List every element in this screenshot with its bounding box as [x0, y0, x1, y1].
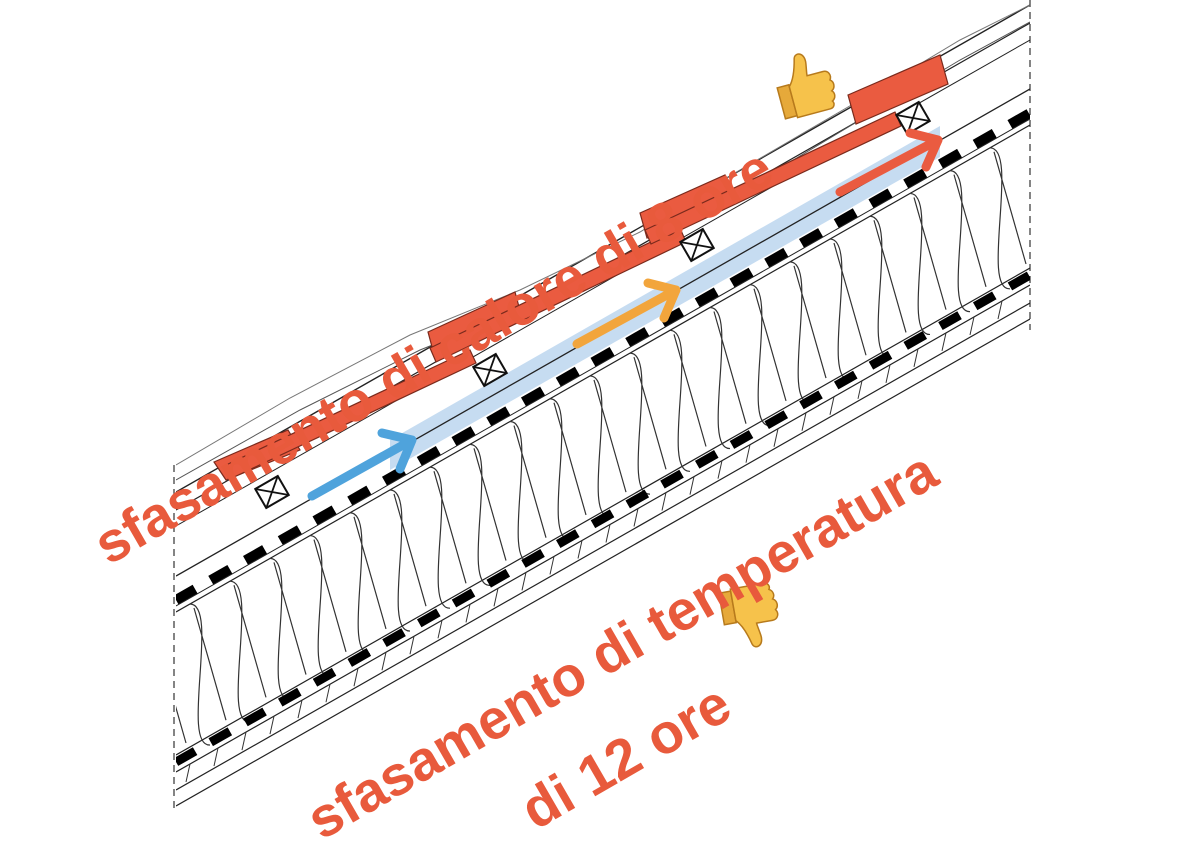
arrow-intake-blue: [307, 428, 417, 501]
insulation-bottom-edge: [176, 267, 1030, 756]
deck-joint: [633, 508, 639, 527]
insulation-coil: [629, 352, 667, 495]
deck-board-joints: [185, 300, 1003, 783]
insulation-coil: [709, 306, 747, 450]
insulation-coil: [869, 215, 907, 358]
deck-joint: [269, 716, 275, 735]
deck-joint: [241, 731, 247, 751]
membrane-top-edge: [176, 118, 1030, 607]
membrane-bottom: [176, 271, 1030, 766]
deck-joint: [325, 684, 331, 703]
insulation-coil: [989, 147, 1027, 290]
deck-joint: [577, 540, 583, 559]
insulation-coil: [229, 580, 267, 723]
arrow-middle-orange: [572, 278, 681, 349]
deck-line-1: [176, 284, 1030, 773]
deck-joint: [801, 412, 807, 431]
deck-joint: [885, 364, 891, 383]
insulation-coil: [389, 489, 427, 632]
deck-joint: [773, 428, 779, 447]
thumbs-down-icon: [717, 582, 779, 648]
insulation-coil: [189, 603, 227, 746]
roof-tile: [225, 349, 477, 479]
insulation-coil: [429, 466, 467, 609]
deck-joint: [941, 332, 947, 352]
batten-box: [253, 474, 291, 510]
deck-joint: [829, 396, 835, 415]
membrane-top: [176, 108, 1030, 605]
insulation-coil: [309, 534, 347, 678]
arrow-exhaust-red: [835, 128, 943, 197]
insulation-coils: [176, 125, 1030, 746]
batten-box: [471, 352, 509, 388]
deck-joint: [745, 444, 751, 463]
deck-joint: [857, 380, 863, 399]
insulation-top-edge: [176, 124, 1030, 613]
deck-joint: [661, 492, 667, 511]
deck-joint: [437, 620, 443, 639]
insulation-coil: [349, 512, 387, 655]
deck-joint: [969, 316, 975, 336]
insulation-coil: [549, 398, 587, 541]
deck-joint: [465, 604, 471, 623]
roof-section-diagram: [173, 0, 1031, 813]
insulation-coil: [176, 705, 187, 744]
insulation-coil: [509, 420, 547, 564]
insulation-coil: [469, 443, 507, 586]
insulation-coil: [909, 192, 947, 336]
deck-joint: [549, 556, 555, 575]
airflow-arrows: [307, 128, 943, 501]
battens: [253, 100, 932, 510]
deck-joint: [521, 572, 527, 591]
deck-joint: [717, 460, 723, 479]
deck-joint: [409, 636, 415, 655]
deck-joint: [913, 348, 919, 367]
insulation-coil: [749, 284, 787, 427]
tile-profile-outline-2: [176, 4, 1030, 466]
roof-tile: [847, 54, 949, 125]
roof-tiles: [213, 54, 949, 481]
insulation-coil: [829, 238, 867, 381]
deck-line-2: [176, 302, 1030, 791]
deck-joint: [381, 652, 387, 671]
insulation-coil: [269, 557, 307, 701]
deck-joint: [493, 588, 499, 607]
insulation-coil: [949, 170, 987, 313]
deck-joint: [605, 524, 611, 543]
insulation-coil: [1029, 125, 1030, 126]
deck-line-3: [176, 318, 1030, 807]
insulation-coil: [589, 375, 627, 518]
deck-joint: [213, 747, 219, 767]
insulation-coil: [669, 329, 707, 472]
batten-box: [678, 227, 716, 263]
deck-joint: [185, 763, 191, 783]
deck-joint: [297, 700, 303, 719]
deck-joint: [353, 668, 359, 687]
roof-tile: [644, 111, 902, 245]
deck-joint: [689, 476, 695, 495]
thumbs-up-icon: [776, 53, 836, 120]
insulation-coil: [789, 261, 827, 404]
deck-joint: [997, 300, 1003, 320]
